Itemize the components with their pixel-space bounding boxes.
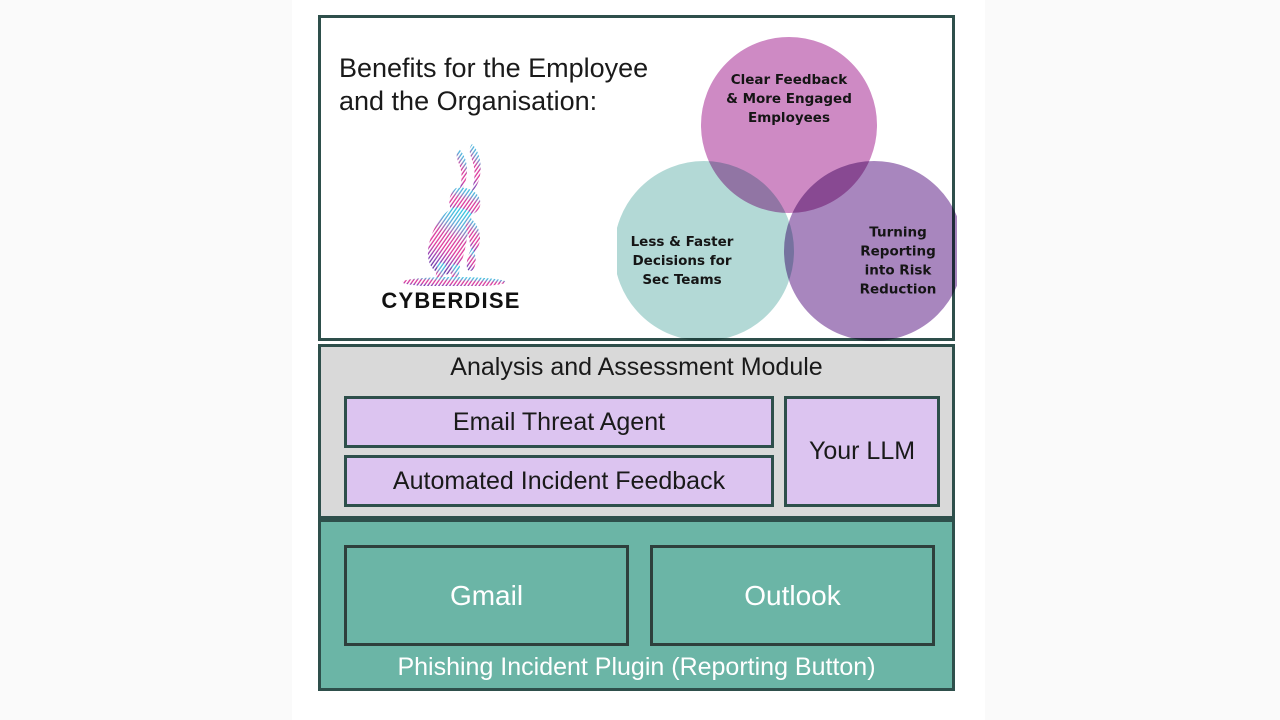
module-title: Analysis and Assessment Module (450, 353, 823, 381)
benefits-panel: Benefits for the Employee and the Organi… (318, 15, 968, 345)
outlook-box[interactable]: Outlook (650, 545, 935, 646)
plugin-caption: Phishing Incident Plugin (Reporting Butt… (397, 653, 876, 681)
analysis-assessment-module: Analysis and Assessment Module Email Thr… (318, 344, 955, 519)
cyberdise-logo: CYBERDISE (351, 136, 551, 326)
email-client-row: Gmail Outlook (344, 545, 935, 646)
your-llm-box[interactable]: Your LLM (784, 396, 940, 507)
benefits-title: Benefits for the Employee and the Organi… (339, 53, 649, 116)
venn-circle-faster-decisions (610, 157, 798, 345)
email-threat-agent-box[interactable]: Email Threat Agent (344, 396, 774, 448)
phishing-incident-plugin-band: Gmail Outlook Phishing Incident Plugin (… (318, 519, 955, 691)
agent-box-column: Email Threat Agent Automated Incident Fe… (344, 396, 774, 507)
automated-incident-feedback-box[interactable]: Automated Incident Feedback (344, 455, 774, 507)
cyberdise-wordmark: CYBERDISE (381, 288, 521, 313)
gmail-box[interactable]: Gmail (344, 545, 629, 646)
cyberdise-ibex-logo-icon (402, 144, 506, 286)
